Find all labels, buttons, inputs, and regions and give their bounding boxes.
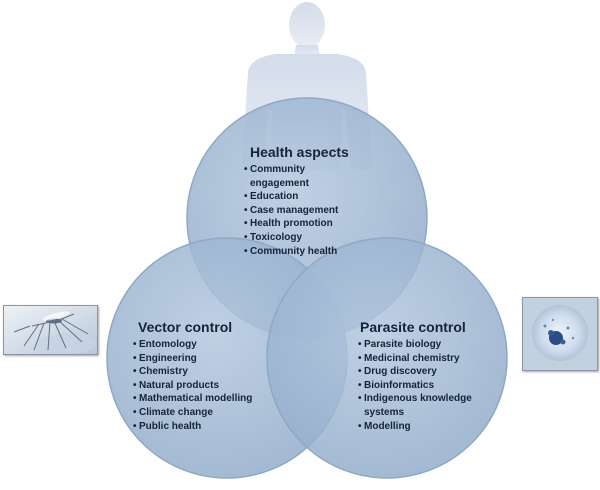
parasite-thumbnail <box>522 297 598 371</box>
list-item: Mathematical modelling <box>133 392 263 406</box>
list-item: Bioinformatics <box>358 379 476 393</box>
list-item: Community engagement <box>244 163 364 190</box>
list-item: Parasite biology <box>358 338 476 352</box>
list-item: Modelling <box>358 420 476 434</box>
list-item: Health promotion <box>244 217 364 231</box>
parasite-control-list: Parasite biology Medicinal chemistry Dru… <box>358 338 476 433</box>
list-item: Engineering <box>133 352 263 366</box>
list-item: Indigenous knowledge systems <box>358 392 476 419</box>
list-item: Medicinal chemistry <box>358 352 476 366</box>
mosquito-thumbnail <box>3 305 98 355</box>
list-item: Drug discovery <box>358 365 476 379</box>
list-item: Case management <box>244 204 364 218</box>
mosquito-icon <box>4 306 97 354</box>
list-item: Chemistry <box>133 365 263 379</box>
list-item: Entomology <box>133 338 263 352</box>
parasite-control-title: Parasite control <box>360 319 466 335</box>
list-item: Public health <box>133 420 263 434</box>
list-item: Climate change <box>133 406 263 420</box>
health-aspects-list: Community engagement Education Case mana… <box>244 163 364 258</box>
list-item: Toxicology <box>244 231 364 245</box>
vector-control-title: Vector control <box>138 319 233 335</box>
parasite-cell-icon <box>523 298 597 370</box>
health-aspects-title: Health aspects <box>250 144 349 160</box>
list-item: Natural products <box>133 379 263 393</box>
vector-control-list: Entomology Engineering Chemistry Natural… <box>133 338 263 433</box>
list-item: Education <box>244 190 364 204</box>
list-item: Community health <box>244 245 364 259</box>
